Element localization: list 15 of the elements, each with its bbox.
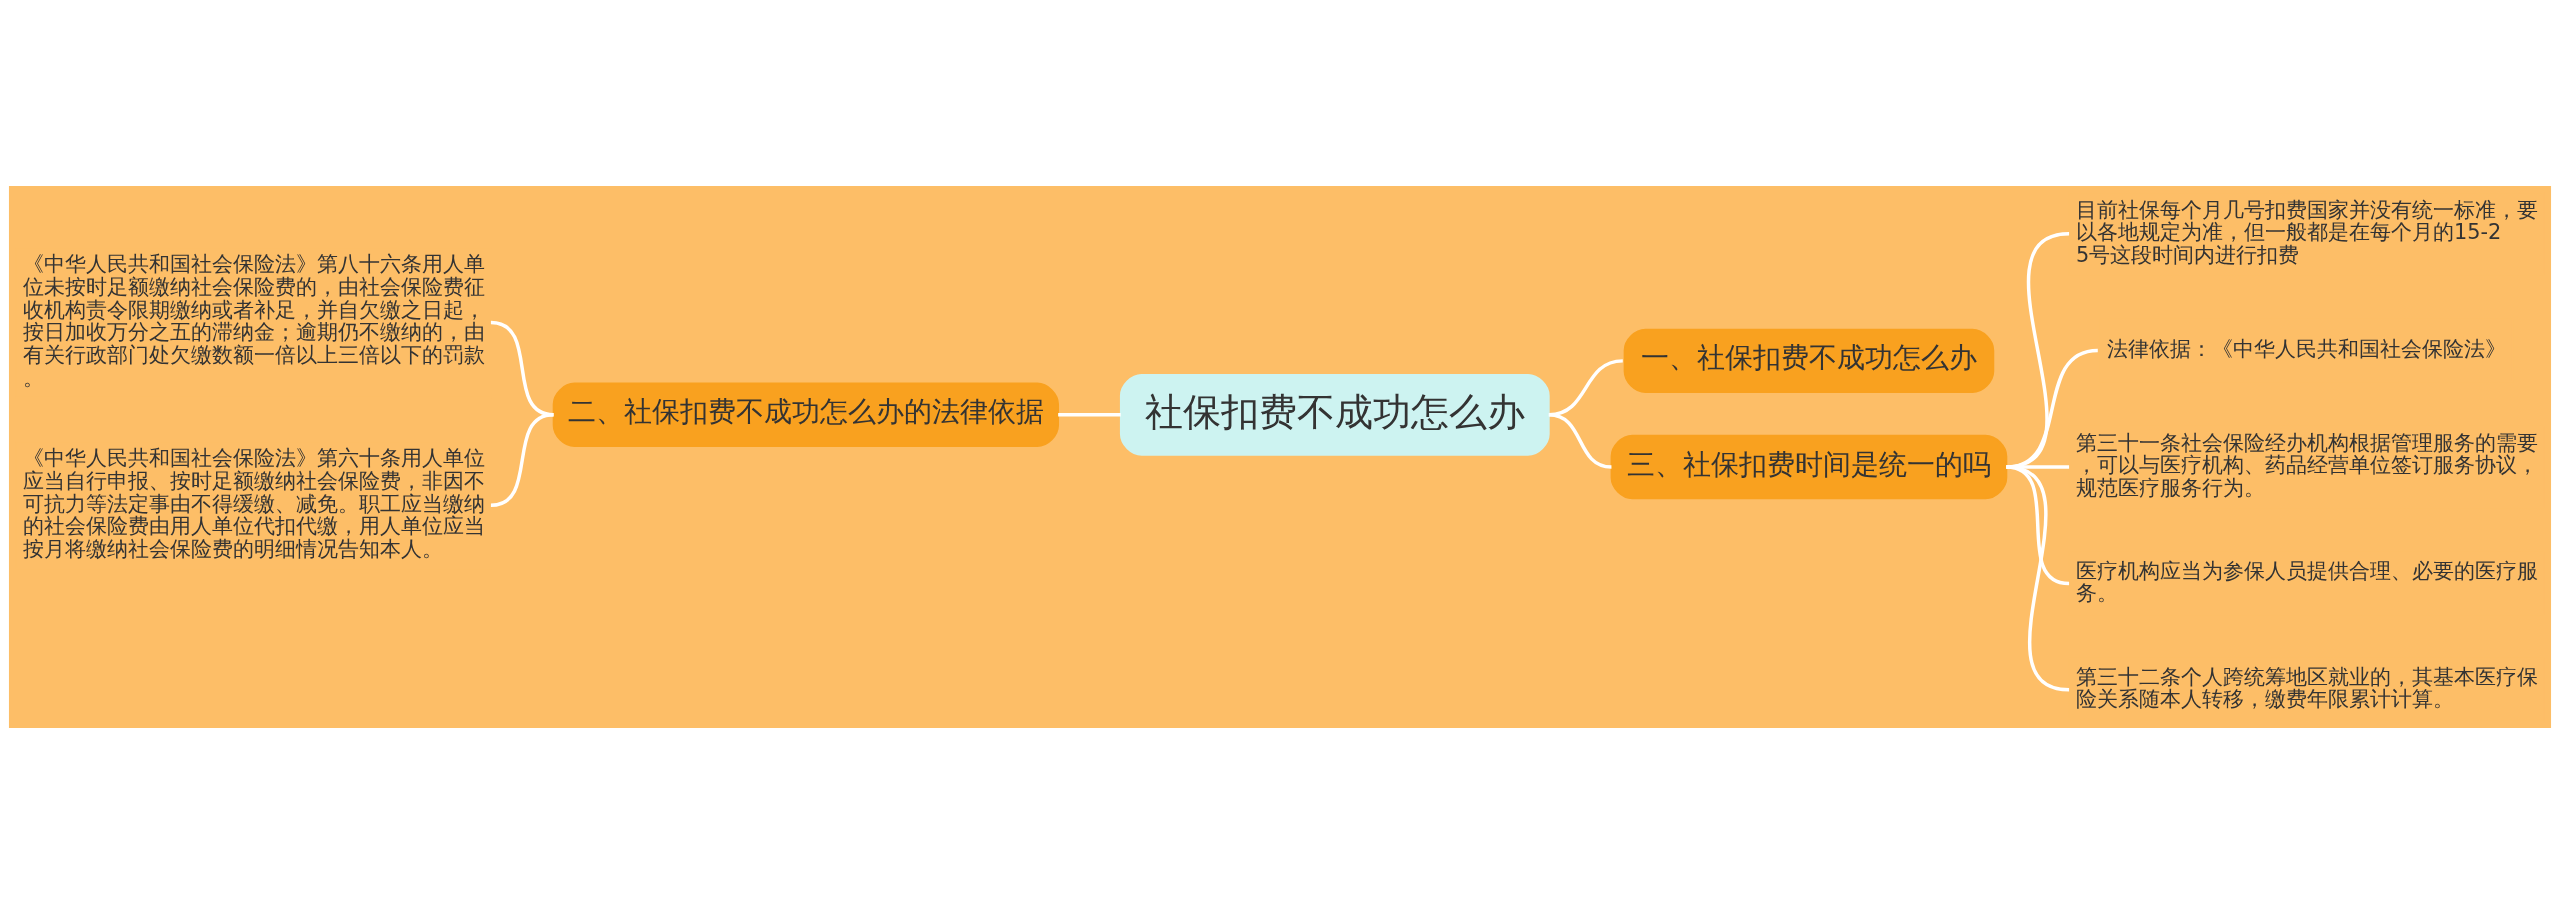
node-box: 一、社保扣费不成功怎么办 — [1623, 328, 1995, 393]
node-text: 《中华人民共和国社会保险法》第八十六条用人单位未按时足额缴纳社会保险费的，由社会保险费征收机构责令限期缴纳或者补足，并自欠缴之日起，按日加收万分之五的滞纳金；逾期仍不缴纳的，由有关行政部门处欠缴数额一倍以上三倍以下的罚款。 — [22, 251, 485, 390]
connector — [1548, 412, 1612, 469]
connector — [1058, 412, 1121, 417]
node-text: 第三十一条社会保险经办机构根据管理服务的需要，可以与医疗机构、药品经营单位签订服务协议，规范医疗服务行为。 — [2076, 430, 2539, 500]
connector — [490, 412, 554, 507]
connector — [2006, 464, 2070, 691]
node-box: 二、社保扣费不成功怎么办的法律依据 — [552, 382, 1059, 447]
node-box: 三、社保扣费时间是统一的吗 — [1610, 434, 2008, 499]
node-text: 第三十二条个人跨统筹地区就业的，其基本医疗保险关系随本人转移，缴费年限累计计算。 — [2076, 664, 2539, 711]
node-box: 社保扣费不成功怎么办 — [1119, 373, 1550, 456]
node-text: 医疗机构应当为参保人员提供合理、必要的医疗服务。 — [2076, 558, 2539, 605]
node-text: 目前社保每个月几号扣费国家并没有统一标准，要以各地规定为准，但一般都是在每个月的15-25号这段时间内进行扣费 — [2076, 197, 2539, 267]
node-text: 《中华人民共和国社会保险法》第六十条用人单位应当自行申报、按时足额缴纳社会保险费，非因不可抗力等法定事由不得缓缴、减免。职工应当缴纳的社会保险费由用人单位代扣代缴，用人单位应当按月将缴纳社会保险费的明细情况告知本人。 — [22, 445, 485, 561]
node-text: 法律依据：《中华人民共和国社会保险法》 — [2107, 336, 2507, 361]
